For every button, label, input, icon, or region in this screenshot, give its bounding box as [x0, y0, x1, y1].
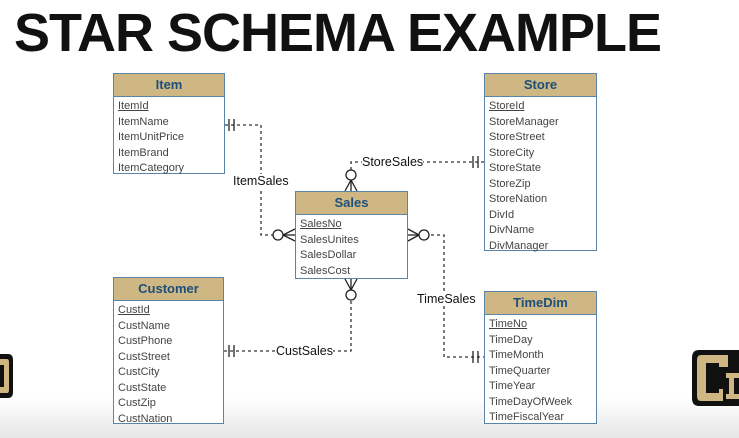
customer-field-custid: CustId — [118, 304, 150, 316]
item-field-itembrand: ItemBrand — [118, 146, 169, 159]
customer-table-header: Customer — [114, 278, 223, 301]
item-table-header: Item — [114, 74, 224, 97]
time-one-mark — [472, 351, 479, 363]
item-many-mark — [272, 228, 296, 242]
timedim-field-timeno: TimeNo — [489, 318, 528, 330]
store-field-divname: DivName — [489, 224, 535, 236]
timedim-field-timemonth: TimeMonth — [489, 349, 544, 361]
store-table: Store StoreId StoreManager StoreStreet S… — [484, 73, 597, 252]
cust-sales-label: CustSales — [276, 344, 333, 358]
cust-one-mark — [228, 345, 235, 357]
page-title: STAR SCHEMA EXAMPLE — [14, 3, 662, 63]
store-field-divid: DivId — [489, 208, 515, 221]
store-field-storenation: StoreNation — [489, 193, 548, 205]
time-sales-label: TimeSales — [417, 292, 476, 306]
item-field-itemunitprice: ItemUnitPrice — [118, 131, 185, 143]
customer-field-custzip: CustZip — [118, 397, 156, 409]
store-many-mark — [344, 169, 358, 192]
item-sales-label: ItemSales — [233, 174, 289, 188]
customer-field-custnation: CustNation — [118, 412, 173, 425]
store-table-fields: StoreId StoreManager StoreStreet StoreCi… — [485, 97, 596, 256]
time-many-mark — [407, 228, 430, 242]
timedim-field-timefiscalyear: TimeFiscalYear — [489, 411, 564, 423]
timedim-table: TimeDim TimeNo TimeDay TimeMonth TimeQua… — [484, 291, 597, 424]
store-field-storestate: StoreState — [489, 162, 541, 174]
sales-table: Sales SalesNo SalesUnites SalesDollar Sa… — [295, 191, 408, 279]
cu-logo-icon — [692, 350, 739, 406]
store-sales-label: StoreSales — [362, 155, 424, 169]
timedim-field-timeday: TimeDay — [489, 333, 533, 346]
store-one-mark — [472, 156, 479, 168]
item-field-itemid: ItemId — [118, 100, 149, 112]
store-field-storeid: StoreId — [489, 100, 525, 112]
store-field-storezip: StoreZip — [489, 177, 531, 190]
item-table-fields: ItemId ItemName ItemUnitPrice ItemBrand … — [114, 97, 224, 179]
customer-field-custname: CustName — [118, 319, 170, 332]
customer-field-custphone: CustPhone — [118, 335, 173, 347]
customer-field-custstreet: CustStreet — [118, 350, 170, 363]
customer-table: Customer CustId CustName CustPhone CustS… — [113, 277, 224, 425]
timedim-field-timequarter: TimeQuarter — [489, 364, 551, 377]
cu-logo-icon — [0, 354, 13, 398]
timedim-field-timeyear: TimeYear — [489, 380, 536, 392]
item-one-mark — [228, 119, 235, 131]
sales-field-salesdollar: SalesDollar — [300, 249, 357, 261]
store-field-storemanager: StoreManager — [489, 115, 559, 128]
timedim-table-header: TimeDim — [485, 292, 596, 315]
timedim-table-fields: TimeNo TimeDay TimeMonth TimeQuarter Tim… — [485, 315, 596, 428]
store-table-header: Store — [485, 74, 596, 97]
store-field-divmanager: DivManager — [489, 239, 549, 252]
item-field-itemcategory: ItemCategory — [118, 162, 185, 174]
timedim-field-timedayofweek: TimeDayOfWeek — [489, 395, 573, 408]
item-table: Item ItemId ItemName ItemUnitPrice ItemB… — [113, 73, 225, 174]
store-field-storecity: StoreCity — [489, 146, 535, 159]
sales-field-salesunites: SalesUnites — [300, 233, 359, 246]
customer-field-custstate: CustState — [118, 381, 167, 394]
sales-field-salesno: SalesNo — [300, 218, 342, 230]
item-field-itemname: ItemName — [118, 115, 169, 128]
customer-field-custcity: CustCity — [118, 366, 160, 378]
cust-sales-line — [224, 300, 352, 352]
cust-many-mark — [344, 278, 358, 301]
sales-table-fields: SalesNo SalesUnites SalesDollar SalesCos… — [296, 215, 407, 281]
customer-table-fields: CustId CustName CustPhone CustStreet Cus… — [114, 301, 223, 429]
sales-table-header: Sales — [296, 192, 407, 215]
store-field-storestreet: StoreStreet — [489, 131, 545, 143]
sales-field-salescost: SalesCost — [300, 264, 351, 277]
